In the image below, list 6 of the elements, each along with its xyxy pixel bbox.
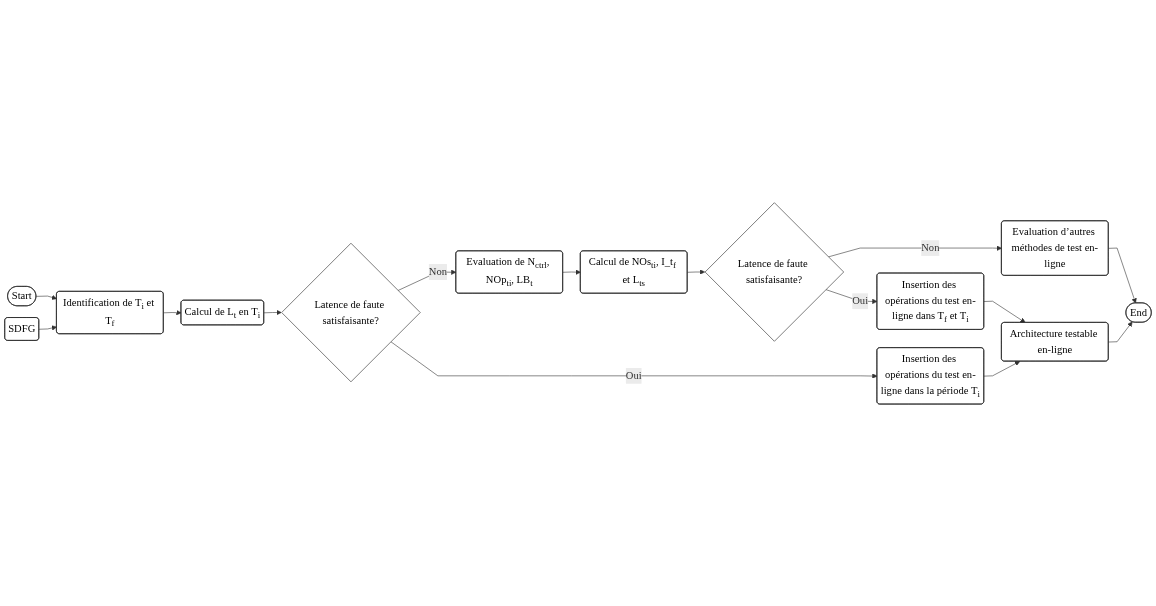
node-diamond: Latence de faute satisfaisante? [704, 202, 844, 342]
edge-label: Oui [625, 369, 642, 382]
edge-label: Non [921, 241, 940, 254]
edge-label: Non [428, 265, 447, 278]
edge-label: Oui [852, 294, 869, 307]
node-diamond: Latence de faute satisfaisante? [281, 242, 421, 382]
